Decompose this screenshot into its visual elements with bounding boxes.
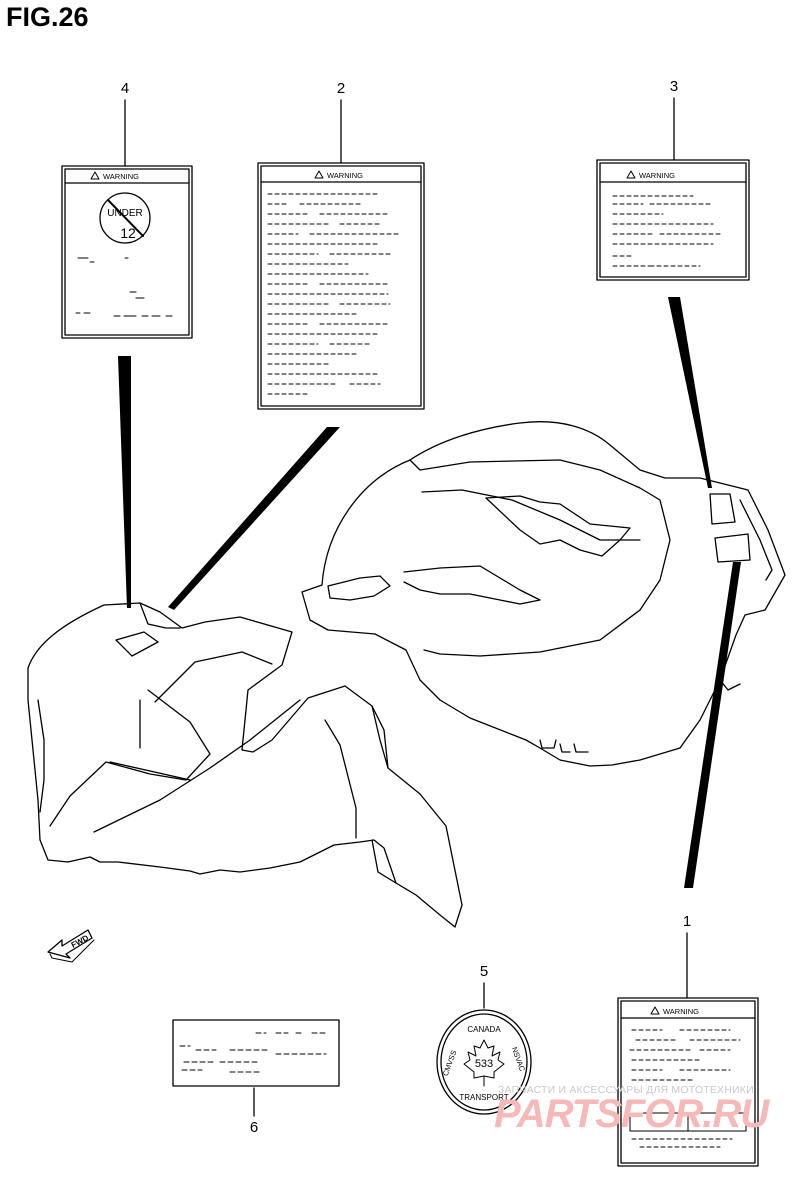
watermark-subtitle: ЗАПЧАСТИ И АКСЕССУАРЫ ДЛЯ МОТОТЕХНИКИ bbox=[498, 1084, 754, 1096]
callout-6[interactable]: 6 bbox=[250, 1087, 258, 1136]
warning-text-4: WARNING bbox=[103, 172, 139, 181]
callout-5[interactable]: 5 bbox=[480, 963, 488, 1009]
seal-right-text: NSVAC bbox=[510, 1046, 527, 1073]
warning-text-3: WARNING bbox=[639, 171, 675, 180]
rear-fender bbox=[301, 421, 786, 767]
svg-text:3: 3 bbox=[670, 78, 678, 95]
leader-pointers bbox=[118, 297, 741, 888]
svg-text:5: 5 bbox=[480, 963, 488, 980]
seal-left-text: CMVSS bbox=[441, 1049, 459, 1077]
seal-bottom-text: TRANSPORT bbox=[459, 1093, 508, 1102]
callout-4[interactable]: 4 bbox=[121, 80, 129, 167]
callout-1[interactable]: 1 bbox=[683, 913, 691, 999]
under-text: UNDER bbox=[107, 208, 143, 219]
label-4-warning-age[interactable]: WARNING UNDER 12 bbox=[61, 165, 193, 339]
label-3-warning-text[interactable]: WARNING bbox=[596, 159, 750, 281]
seal-code: 533 bbox=[475, 1058, 493, 1070]
figure-title: FIG.26 bbox=[6, 2, 89, 32]
seal-top-text: CANADA bbox=[467, 1025, 501, 1034]
callout-2[interactable]: 2 bbox=[337, 80, 345, 164]
maple-leaf-icon bbox=[463, 1039, 505, 1087]
age-text: 12 bbox=[120, 225, 136, 241]
warning-text-1: WARNING bbox=[663, 1007, 699, 1016]
svg-text:6: 6 bbox=[250, 1119, 258, 1136]
callout-3[interactable]: 3 bbox=[670, 78, 678, 161]
warning-text-2: WARNING bbox=[327, 171, 363, 180]
fwd-arrow-icon: FWD bbox=[47, 929, 95, 963]
label-6-blank[interactable] bbox=[172, 1019, 340, 1087]
label-2-warning-text[interactable]: WARNING bbox=[257, 162, 425, 410]
svg-text:1: 1 bbox=[683, 913, 691, 930]
svg-text:4: 4 bbox=[121, 80, 129, 97]
front-fender bbox=[27, 602, 463, 928]
watermark-brand: PARTSFOR.RU bbox=[494, 1092, 769, 1136]
svg-text:2: 2 bbox=[337, 80, 345, 97]
label-1-warning-text[interactable]: WARNING bbox=[617, 997, 759, 1167]
